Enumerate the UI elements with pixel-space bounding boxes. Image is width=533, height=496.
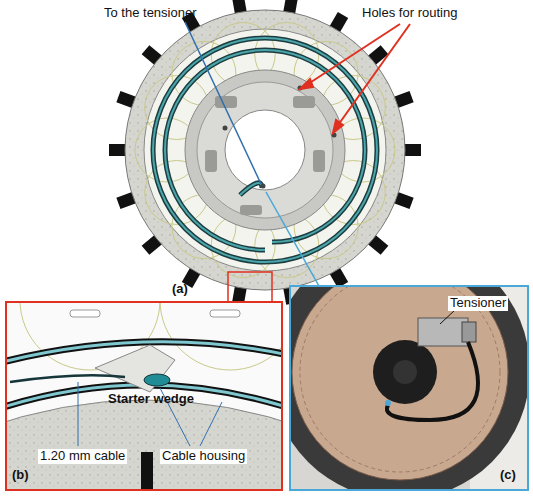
panel-letter: (b) [12, 468, 29, 483]
part-label: Starter wedge [108, 392, 194, 407]
part-label: 1.20 mm cable [38, 449, 127, 464]
panel-letter: (c) [500, 468, 516, 483]
leader-label: To the tensioner [104, 6, 197, 21]
part-label: Cable housing [160, 449, 247, 464]
part-label: Tensioner [448, 296, 508, 311]
leader-label: Holes for routing [362, 6, 457, 21]
panel-letter: (a) [172, 282, 188, 297]
